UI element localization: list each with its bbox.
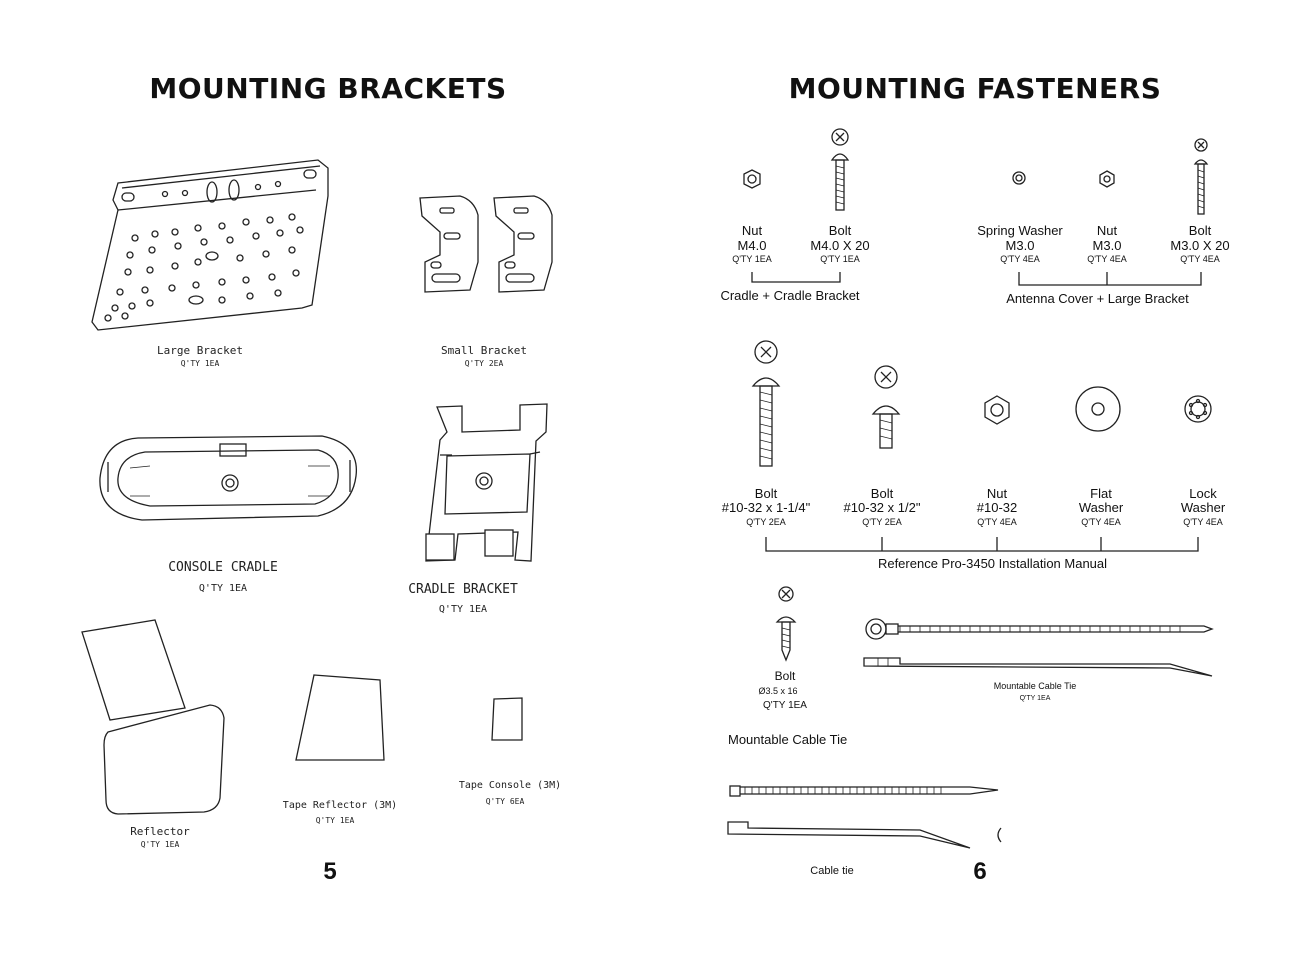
tape-reflector-shape (295, 674, 385, 761)
spring-washer-size: M3.0 (1005, 238, 1035, 253)
nut-m3-shape (1099, 170, 1115, 188)
bolt-3-5-size: Ø3.5 x 16 (758, 686, 798, 696)
nut-m4-name: Nut (741, 223, 763, 238)
lock-washer-shape (1184, 395, 1212, 423)
group2-caption: Antenna Cover + Large Bracket (1006, 291, 1189, 306)
bolt-m4-name: Bolt (828, 223, 852, 238)
spring-washer-name: Spring Washer (977, 223, 1063, 238)
small-bracket-shape-1 (419, 195, 479, 293)
bolt-m3-size: M3.0 X 20 (1170, 238, 1230, 253)
bolt-10-32-long-shape (751, 340, 781, 467)
section-label-mountable-cable-tie: Mountable Cable Tie (728, 732, 848, 747)
mountable-cable-tie-qty: Q'TY 1EA (1019, 695, 1051, 702)
nut-10-32-name: Nut (986, 486, 1008, 501)
left-page-number: 5 (323, 858, 337, 885)
large-bracket-shape (91, 159, 329, 331)
bolt-long-name: Bolt (754, 486, 778, 501)
small-bracket-label: Small Bracket (440, 344, 528, 357)
group1-caption: Cradle + Cradle Bracket (720, 288, 860, 303)
nut-m4-size: M4.0 (737, 238, 767, 253)
lock-washer-name: Lock (1189, 486, 1217, 501)
bolt-3-5-shape (775, 586, 797, 662)
large-bracket-label: Large Bracket (156, 344, 244, 357)
bolt-3-5-qty: Q'TY 1EA (763, 700, 807, 711)
bolt-m3-shape (1193, 138, 1209, 215)
mountable-cable-tie-shape (863, 618, 1214, 677)
spring-washer-qty: Q'TY 4EA (1000, 254, 1040, 264)
cable-tie-shape (727, 785, 999, 849)
bolt-m3-qty: Q'TY 4EA (1180, 254, 1220, 264)
tape-console-label: Tape Console (3M) (458, 780, 562, 791)
bolt-long-size: #10-32 x 1-1/4" (721, 500, 811, 515)
console-cradle-qty: Q'TY 1EA (198, 583, 248, 594)
bolt-m4-shape (830, 128, 850, 211)
reflector-shape (81, 619, 225, 815)
flat-washer-name2: Washer (1078, 500, 1124, 515)
spring-washer-m3-shape (1012, 171, 1026, 185)
tape-reflector-qty: Q'TY 1EA (315, 816, 355, 825)
left-page-title: MOUNTING BRACKETS (149, 72, 507, 105)
nut-m3-qty: Q'TY 4EA (1087, 254, 1127, 264)
tape-console-shape (491, 697, 523, 741)
flat-washer-name: Flat (1090, 486, 1112, 501)
nut-10-32-shape (984, 395, 1010, 425)
console-cradle-label: CONSOLE CRADLE (168, 560, 278, 575)
lock-washer-name2: Washer (1180, 500, 1226, 515)
nut-m3-name: Nut (1096, 223, 1118, 238)
bolt-long-qty: Q'TY 2EA (746, 517, 786, 527)
bolt-short-name: Bolt (870, 486, 894, 501)
reflector-label: Reflector (130, 825, 190, 838)
cradle-bracket-label: CRADLE BRACKET (408, 582, 518, 597)
nut-m4-shape (743, 169, 761, 189)
bolt-10-32-short-shape (871, 365, 901, 449)
cradle-bracket-shape (425, 403, 548, 562)
bolt-m4-size: M4.0 X 20 (810, 238, 870, 253)
right-page-title: MOUNTING FASTENERS (788, 72, 1162, 105)
bolt-short-qty: Q'TY 2EA (862, 517, 902, 527)
bolt-m3-name: Bolt (1188, 223, 1212, 238)
reflector-qty: Q'TY 1EA (140, 840, 180, 849)
group3-caption: Reference Pro-3450 Installation Manual (877, 556, 1108, 571)
tape-console-qty: Q'TY 6EA (485, 797, 525, 806)
bolt-short-size: #10-32 x 1/2" (843, 500, 921, 515)
cut-off-glyph (997, 827, 1002, 843)
right-page-number: 6 (973, 858, 987, 885)
nut-10-32-qty: Q'TY 4EA (977, 517, 1017, 527)
mountable-cable-tie-name: Mountable Cable Tie (993, 681, 1077, 691)
cable-tie-label: Cable tie (810, 865, 854, 877)
console-cradle-shape (99, 435, 358, 521)
nut-10-32-size: #10-32 (976, 500, 1018, 515)
flat-washer-qty: Q'TY 4EA (1081, 517, 1121, 527)
bolt-3-5-name: Bolt (774, 669, 796, 683)
lock-washer-qty: Q'TY 4EA (1183, 517, 1223, 527)
tape-reflector-label: Tape Reflector (3M) (282, 800, 398, 811)
small-bracket-qty: Q'TY 2EA (464, 359, 504, 368)
flat-washer-shape (1075, 386, 1121, 432)
small-bracket-shape-2 (493, 195, 553, 293)
large-bracket-qty: Q'TY 1EA (180, 359, 220, 368)
nut-m4-qty: Q'TY 1EA (732, 254, 772, 264)
nut-m3-size: M3.0 (1092, 238, 1122, 253)
bolt-m4-qty: Q'TY 1EA (820, 254, 860, 264)
cradle-bracket-qty: Q'TY 1EA (438, 604, 488, 615)
